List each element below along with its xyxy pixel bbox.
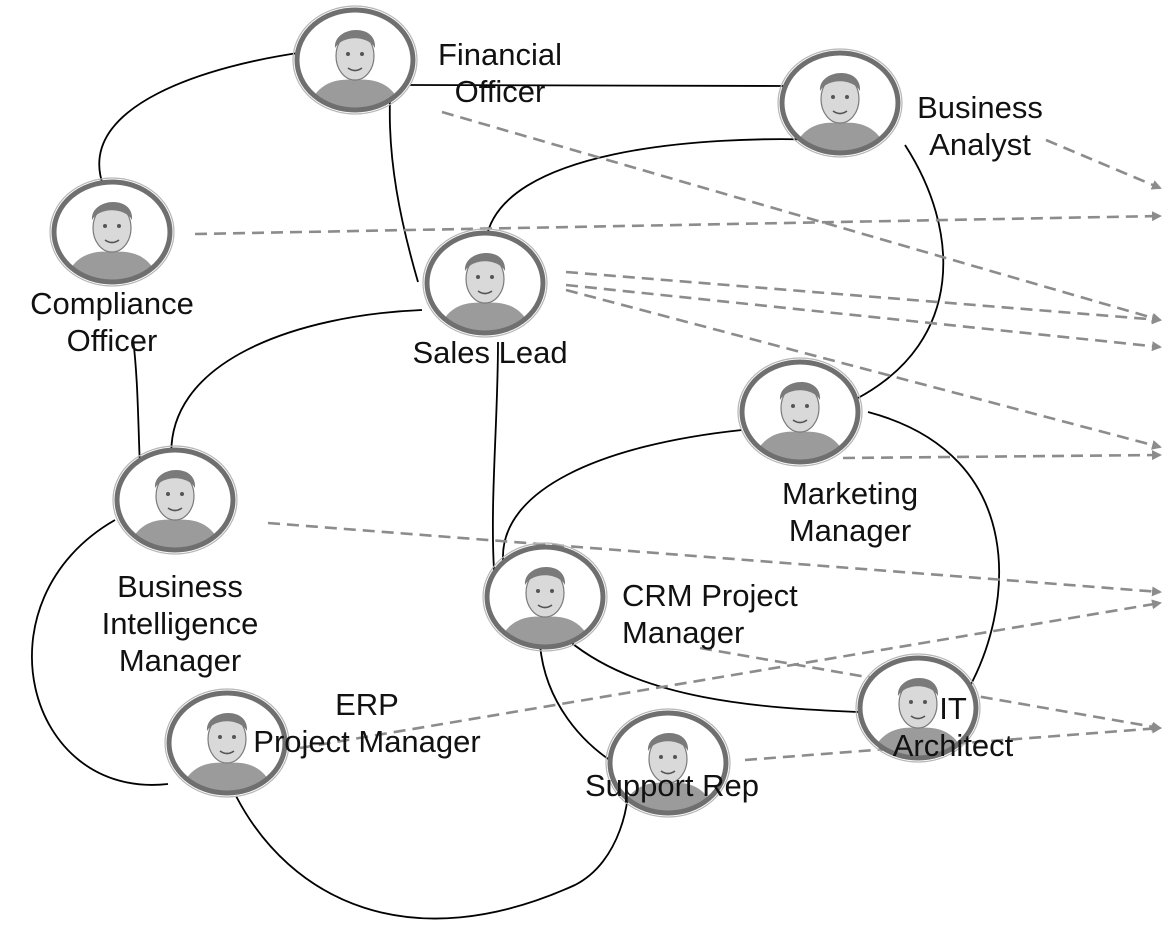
person-portrait-icon <box>164 688 290 798</box>
business-analyst-node <box>777 48 903 158</box>
person-portrait-icon <box>422 228 548 338</box>
financial-officer-label-line: Officer <box>454 74 546 109</box>
outbound-arrow-from-sales-lead <box>565 288 1162 450</box>
business-intelligence-manager-label-line: Intelligence <box>101 606 259 641</box>
support-rep-label: Support Rep <box>585 767 759 804</box>
person-portrait-icon <box>777 48 903 158</box>
relationship-line-financial-officer-to-business-analyst <box>409 84 786 87</box>
person-portrait-icon <box>855 653 981 763</box>
crm-project-manager-node <box>482 542 608 652</box>
compliance-officer-label-line: Compliance <box>30 286 194 321</box>
sales-lead-node <box>422 228 548 338</box>
it-architect-label-line: IT <box>939 691 967 726</box>
relationship-line-business-analyst-to-sales-lead <box>485 138 826 241</box>
person-portrait-icon <box>49 177 175 287</box>
it-architect-node <box>855 653 981 763</box>
financial-officer-label-line: Financial <box>437 37 563 72</box>
person-portrait-icon <box>737 357 863 467</box>
relationship-line-compliance-officer-to-business-intelligence-manager <box>132 337 141 469</box>
it-architect-label-line: Architect <box>892 728 1014 763</box>
relationship-line-marketing-manager-to-crm-project-manager <box>502 429 743 561</box>
sales-lead-label: Sales Lead <box>412 334 567 371</box>
compliance-officer-label-line: Officer <box>66 323 158 358</box>
relationship-line-financial-officer-to-compliance-officer <box>98 51 306 186</box>
business-analyst-label-line: Analyst <box>929 127 1031 162</box>
outbound-arrow-from-compliance-officer <box>194 211 1162 236</box>
crm-project-manager-label-line: CRM Project <box>622 578 798 613</box>
outbound-arrow-from-business-intelligence-manager <box>267 521 1162 597</box>
portrait-nodes <box>49 5 981 818</box>
marketing-manager-label-line: Marketing <box>781 476 919 511</box>
relationship-line-sales-lead-to-crm-project-manager <box>491 341 499 571</box>
relationship-line-financial-officer-to-sales-lead <box>388 99 419 283</box>
outbound-arrows <box>194 110 1162 762</box>
business-intelligence-manager-label-line: Business <box>117 569 243 604</box>
relationship-line-business-analyst-to-marketing-manager <box>857 144 945 399</box>
person-portrait-icon <box>482 542 608 652</box>
outbound-arrow-from-sales-lead <box>565 283 1162 352</box>
business-analyst-label-line: Business <box>917 90 1043 125</box>
outbound-arrow-from-sales-lead <box>565 270 1162 325</box>
support-rep-node <box>605 708 731 818</box>
outbound-arrow-from-business-analyst <box>1045 138 1162 190</box>
business-intelligence-manager-label-line: Manager <box>118 643 242 678</box>
relationship-line-sales-lead-to-business-intelligence-manager <box>170 309 423 466</box>
support-rep-label-line: Support Rep <box>584 768 760 803</box>
crm-project-manager-label-line: Manager <box>622 615 745 650</box>
erp-project-manager-label-line: ERP <box>335 687 399 722</box>
relationship-line-business-intelligence-manager-to-erp-project-manager <box>31 519 169 786</box>
person-portrait-icon <box>292 5 418 115</box>
financial-officer-node <box>292 5 418 115</box>
relationship-line-marketing-manager-to-it-architect <box>867 411 1000 696</box>
business-intelligence-manager-node <box>112 445 238 555</box>
relationship-line-erp-project-manager-to-support-rep <box>235 769 630 920</box>
erp-project-manager-node <box>164 688 290 798</box>
outbound-arrow-from-marketing-manager <box>842 450 1162 461</box>
outbound-arrow-from-financial-officer <box>441 110 1162 323</box>
outbound-arrow-from-support-rep <box>744 723 1162 762</box>
marketing-manager-label-line: Manager <box>788 513 912 548</box>
person-portrait-icon <box>112 445 238 555</box>
person-portrait-icon <box>605 708 731 818</box>
relationship-lines <box>31 51 1000 920</box>
marketing-manager-node <box>737 357 863 467</box>
outbound-arrow-from-erp-project-manager <box>299 599 1162 750</box>
relationship-line-crm-project-manager-to-it-architect <box>567 639 859 713</box>
erp-project-manager-label-line: Project Manager <box>253 724 481 759</box>
sales-lead-label-line: Sales Lead <box>412 335 568 370</box>
compliance-officer-node <box>49 177 175 287</box>
